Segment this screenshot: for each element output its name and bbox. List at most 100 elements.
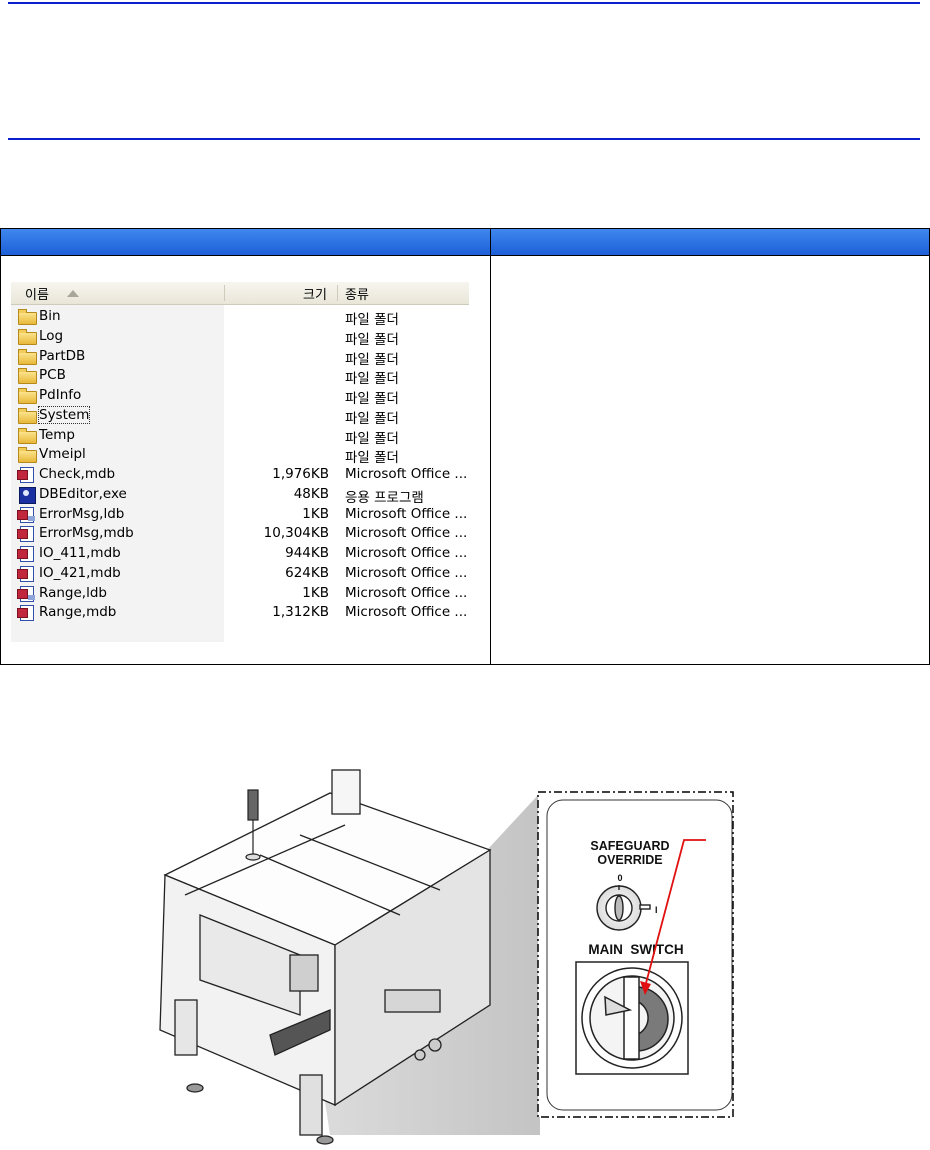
table-header-divider [1, 255, 929, 256]
file-name: ErrorMsg,ldb [39, 505, 125, 522]
file-name: Vmeipl [39, 446, 86, 463]
file-type: Microsoft Office ... [345, 564, 468, 581]
main-switch [575, 961, 689, 1075]
table-header-right [491, 229, 929, 255]
safeguard-key-switch [596, 885, 651, 931]
main-switch-label: MAIN SWITCH [588, 942, 683, 957]
mdb-icon [17, 467, 36, 483]
file-explorer-list: 이름 크기 종류 Bin 파일 폴더 Log 파일 폴더 PartDB 파일 폴더 PCB 파… [11, 282, 469, 642]
arrow-head-icon [640, 981, 651, 995]
table-column-divider [490, 229, 491, 664]
explorer-column-header: 이름 크기 종류 [11, 282, 469, 305]
list-item[interactable]: PCB 파일 폴더 [11, 366, 469, 388]
list-item[interactable]: ErrorMsg,ldb 1KB Microsoft Office ... [11, 505, 469, 525]
list-item[interactable]: Range,ldb 1KB Microsoft Office ... [11, 584, 469, 604]
list-item[interactable]: System 파일 폴더 [11, 405, 469, 427]
folder-icon [18, 407, 37, 424]
list-item[interactable]: PdInfo 파일 폴더 [11, 386, 469, 407]
machine-illustration: SAFEGUARD OVERRIDE 0 I MAIN SWITCH [159, 769, 734, 1145]
file-name: Temp [39, 426, 75, 443]
file-name: Range,mdb [39, 604, 117, 621]
column-separator[interactable] [337, 285, 338, 301]
file-name: Range,ldb [39, 584, 107, 601]
file-type: 파일 폴더 [345, 450, 399, 467]
table-header-left [1, 229, 490, 255]
file-type: Microsoft Office ... [345, 584, 468, 601]
list-item[interactable]: PartDB 파일 폴더 [11, 347, 469, 368]
file-size: 1KB [302, 584, 329, 601]
list-item[interactable]: DBEditor,exe 48KB 응용 프로그램 [11, 485, 469, 506]
folder-icon [18, 427, 37, 444]
list-item[interactable]: Vmeipl 파일 폴더 [11, 445, 469, 467]
file-size: 624KB [285, 564, 329, 581]
file-type: Microsoft Office ... [345, 505, 468, 522]
list-item[interactable]: Log 파일 폴더 [11, 327, 469, 348]
file-type: Microsoft Office ... [345, 466, 468, 482]
key-position-0: 0 [617, 873, 622, 883]
file-name: ErrorMsg,mdb [39, 525, 134, 542]
mdb-icon [17, 526, 36, 543]
file-type: 파일 폴더 [345, 331, 399, 348]
pointer-arrow [644, 839, 706, 988]
file-name: PdInfo [39, 387, 82, 403]
ldb-icon [17, 506, 36, 523]
folder-icon [18, 368, 37, 385]
signal-tower [245, 789, 261, 861]
top-rule [8, 2, 920, 4]
file-type: 파일 폴더 [345, 371, 399, 388]
folder-icon [18, 388, 37, 404]
file-type: 파일 폴더 [345, 312, 399, 328]
ldb-icon [17, 585, 36, 602]
file-name: IO_421,mdb [39, 564, 121, 581]
list-item[interactable]: Temp 파일 폴더 [11, 426, 469, 447]
file-name: PCB [39, 367, 66, 384]
name-column-shade [11, 305, 224, 642]
exe-icon [18, 486, 36, 504]
section-rule [8, 138, 920, 140]
file-type: 파일 폴더 [345, 351, 399, 368]
column-separator[interactable] [224, 285, 225, 301]
file-name: PartDB [39, 347, 86, 364]
file-size: 1KB [302, 505, 329, 522]
file-type: Microsoft Office ... [345, 604, 468, 621]
key-position-1: I [655, 905, 658, 915]
file-type: 파일 폴더 [345, 430, 399, 447]
file-size: 1,976KB [272, 466, 329, 482]
list-item[interactable]: IO_421,mdb 624KB Microsoft Office ... [11, 564, 469, 584]
file-name: Bin [39, 308, 61, 324]
file-size: 1,312KB [272, 604, 329, 621]
list-item[interactable]: Check,mdb 1,976KB Microsoft Office ... [11, 465, 469, 485]
list-item[interactable]: IO_411,mdb 944KB Microsoft Office ... [11, 544, 469, 564]
column-size-header[interactable]: 크기 [303, 288, 327, 303]
list-item[interactable]: ErrorMsg,mdb 10,304KB Microsoft Office ... [11, 524, 469, 544]
file-name: System [37, 405, 91, 424]
file-name: DBEditor,exe [39, 485, 127, 502]
list-item[interactable]: Bin 파일 폴더 [11, 307, 469, 328]
file-type: Microsoft Office ... [345, 525, 468, 542]
column-name-header[interactable]: 이름 [25, 288, 49, 303]
file-size: 944KB [285, 545, 329, 561]
file-type: 파일 폴더 [345, 391, 399, 407]
machine-body [159, 769, 492, 1145]
folder-icon [18, 328, 37, 345]
folder-icon [18, 447, 37, 464]
content-table: 이름 크기 종류 Bin 파일 폴더 Log 파일 폴더 PartDB 파일 폴더 PCB 파… [0, 228, 930, 665]
sort-ascending-icon [67, 290, 79, 297]
folder-icon [18, 348, 37, 365]
column-type-header[interactable]: 종류 [345, 288, 369, 303]
file-name: IO_411,mdb [39, 545, 121, 561]
safeguard-label-2: OVERRIDE [597, 853, 662, 867]
mdb-icon [17, 565, 36, 582]
file-size: 10,304KB [263, 525, 329, 542]
file-type: 응용 프로그램 [345, 489, 424, 506]
file-size: 48KB [293, 485, 329, 502]
safeguard-label-1: SAFEGUARD [590, 839, 669, 853]
list-item[interactable]: Range,mdb 1,312KB Microsoft Office ... [11, 603, 469, 623]
file-type: Microsoft Office ... [345, 545, 468, 561]
mdb-icon [17, 546, 36, 562]
mdb-icon [17, 605, 36, 622]
file-type: 파일 폴더 [345, 410, 399, 427]
folder-icon [18, 309, 37, 325]
file-name: Log [39, 327, 64, 344]
file-name: Check,mdb [39, 466, 116, 482]
